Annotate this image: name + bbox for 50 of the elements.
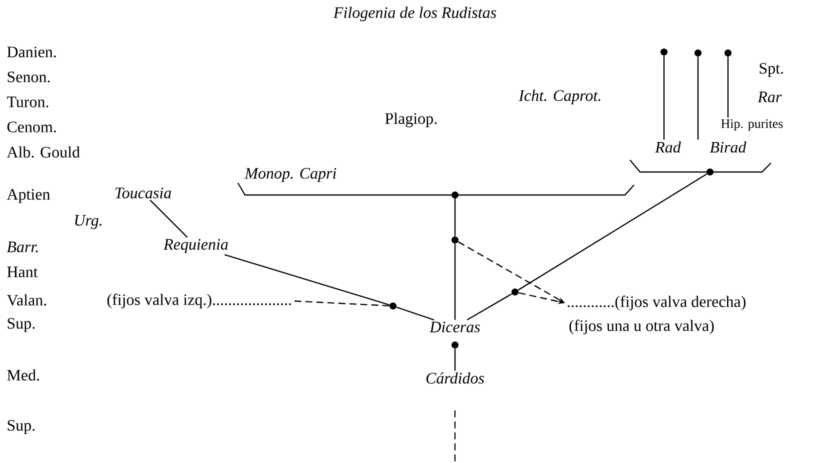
stage-label: Urg. — [75, 215, 102, 229]
branch-line — [518, 173, 708, 291]
branch-line — [454, 348, 456, 371]
branch-line — [663, 56, 665, 140]
stage-label: Icht. Caprot. — [518, 90, 600, 104]
branch-line — [294, 300, 390, 306]
stage-label: Turon. — [7, 96, 48, 108]
stage-label: Hant — [7, 266, 38, 278]
stage-label: Alb. Gould — [6, 146, 80, 158]
branch-line — [697, 56, 699, 140]
branch-line — [727, 56, 729, 118]
stage-label: (fijos una u otra valva) — [569, 320, 714, 334]
stage-label: Senon. — [8, 72, 50, 82]
end-dot — [452, 342, 458, 348]
stage-label: Plagiop. — [385, 112, 437, 128]
stage-label: Sup. — [8, 420, 35, 434]
taxon-label: Diceras — [430, 322, 480, 332]
junction-dot — [390, 302, 396, 310]
stage-label: Danien. — [7, 46, 56, 58]
group-label: (fijos valva izq.).................... — [107, 294, 291, 308]
taxon-label: Toucasia — [115, 188, 172, 198]
branch-line — [150, 200, 188, 238]
junction-dot — [512, 288, 518, 296]
branch-line — [454, 198, 456, 236]
stage-label: Spt. — [760, 63, 783, 77]
taxon-label: Rad — [655, 141, 681, 153]
branch-line — [224, 254, 390, 306]
taxon-label: Hip. purites — [721, 119, 783, 131]
stage-label: Sup. — [8, 318, 35, 332]
branch-line — [396, 306, 434, 320]
title: Filogenia de los Rudistas — [333, 6, 496, 22]
end-dot — [724, 50, 732, 56]
end-dot — [660, 48, 668, 56]
branch-line — [466, 293, 512, 320]
branch-line — [454, 244, 456, 320]
taxon-label: Cárdidos — [426, 372, 484, 384]
group-label: ............(fijos valva derecha) — [568, 296, 746, 310]
junction-dot — [452, 236, 458, 244]
branch-bracket — [630, 160, 772, 176]
taxon-label: Requienia — [164, 239, 228, 253]
taxon-label: Birad — [710, 141, 746, 153]
branch-line — [454, 410, 456, 463]
branch-bracket — [237, 182, 634, 198]
stage-label: Barr. — [6, 242, 38, 252]
stage-label: Aptien — [6, 189, 50, 203]
stage-label: Cenom. — [7, 122, 56, 132]
stage-label: Rar — [758, 92, 782, 102]
stage-label: Valan. — [6, 294, 46, 306]
end-dot — [694, 50, 702, 56]
stage-label: Med. — [7, 369, 39, 381]
